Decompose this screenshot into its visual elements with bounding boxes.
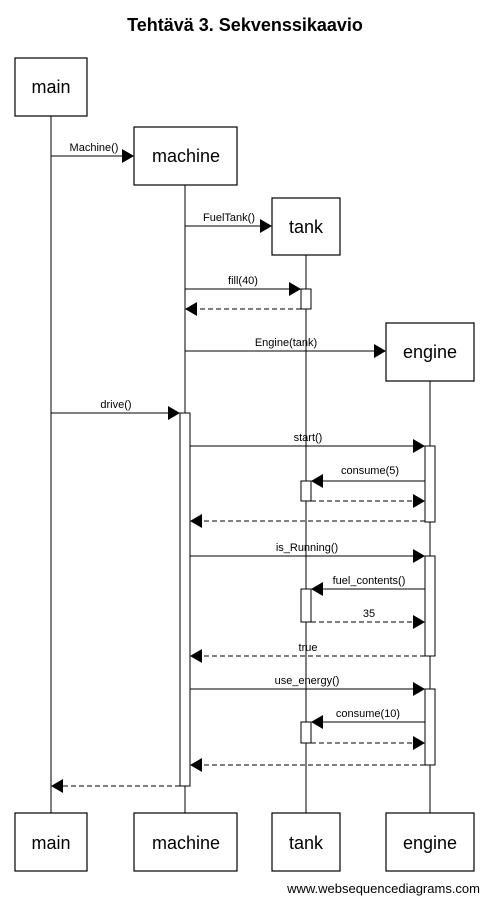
arrowhead-icon <box>190 649 202 663</box>
message-label: use_energy() <box>275 675 340 687</box>
activation-engine-use-energy <box>424 688 436 766</box>
return-label: true <box>299 642 318 654</box>
arrowhead-icon <box>413 736 425 750</box>
participant-main-label: main <box>31 77 70 97</box>
arrowhead-icon <box>413 439 425 453</box>
arrowhead-icon <box>185 302 197 316</box>
participant-engine-bottom <box>385 812 475 872</box>
message-label: FuelTank() <box>203 212 255 224</box>
arrowhead-icon <box>413 615 425 629</box>
participant-engine-top <box>385 322 475 382</box>
arrowhead-icon <box>190 758 202 772</box>
participant-machine-label: machine <box>152 146 220 166</box>
activation-engine-start <box>424 445 436 523</box>
arrowhead-icon <box>51 779 63 793</box>
message-label: is_Running() <box>276 542 338 554</box>
arrowhead-icon <box>289 282 301 296</box>
message-label: fill(40) <box>228 275 258 287</box>
arrowhead-icon <box>374 344 386 358</box>
message-label: Engine(tank) <box>255 337 317 349</box>
participant-engine-label: engine <box>403 833 457 853</box>
participant-machine-bottom <box>133 812 238 872</box>
participant-main-top <box>14 57 88 117</box>
message-label: start() <box>294 432 323 444</box>
activation-tank-fuel-contents <box>300 588 312 623</box>
diagram-title: Tehtävä 3. Sekvenssikaavio <box>127 15 363 35</box>
activation-tank-consume-10 <box>300 721 312 744</box>
messages: Machine() FuelTank() fill(40) Engine(tan… <box>51 142 425 793</box>
activation-tank-consume-5 <box>300 480 312 502</box>
return-label: 35 <box>363 608 375 620</box>
arrowhead-icon <box>122 149 134 163</box>
arrowhead-icon <box>311 474 323 488</box>
activation-tank-fill <box>300 288 312 310</box>
participants-bottom: main machine tank engine <box>14 812 475 872</box>
participant-machine-top <box>133 126 238 186</box>
arrowhead-icon <box>311 582 323 596</box>
participant-tank-label: tank <box>289 833 324 853</box>
activation-bars <box>179 288 436 787</box>
participant-tank-top <box>271 197 341 256</box>
message-label: consume(10) <box>336 708 400 720</box>
arrowhead-icon <box>260 219 272 233</box>
activation-engine-is-running <box>424 555 436 657</box>
message-label: Machine() <box>70 142 119 154</box>
participant-machine-label: machine <box>152 833 220 853</box>
arrowhead-icon <box>311 715 323 729</box>
arrowhead-icon <box>168 406 180 420</box>
participant-tank-bottom <box>271 812 341 872</box>
activation-machine-drive <box>179 412 191 787</box>
footer-watermark: www.websequencediagrams.com <box>286 881 480 896</box>
participant-main-bottom <box>14 812 88 872</box>
message-label: drive() <box>100 399 131 411</box>
arrowhead-icon <box>413 549 425 563</box>
arrowhead-icon <box>190 514 202 528</box>
participant-main-label: main <box>31 833 70 853</box>
message-label: fuel_contents() <box>333 575 406 587</box>
participant-tank-label: tank <box>289 217 324 237</box>
participant-engine-label: engine <box>403 342 457 362</box>
participants-top: main machine tank engine <box>14 57 475 382</box>
arrowhead-icon <box>413 682 425 696</box>
arrowhead-icon <box>413 494 425 508</box>
message-label: consume(5) <box>341 465 399 477</box>
